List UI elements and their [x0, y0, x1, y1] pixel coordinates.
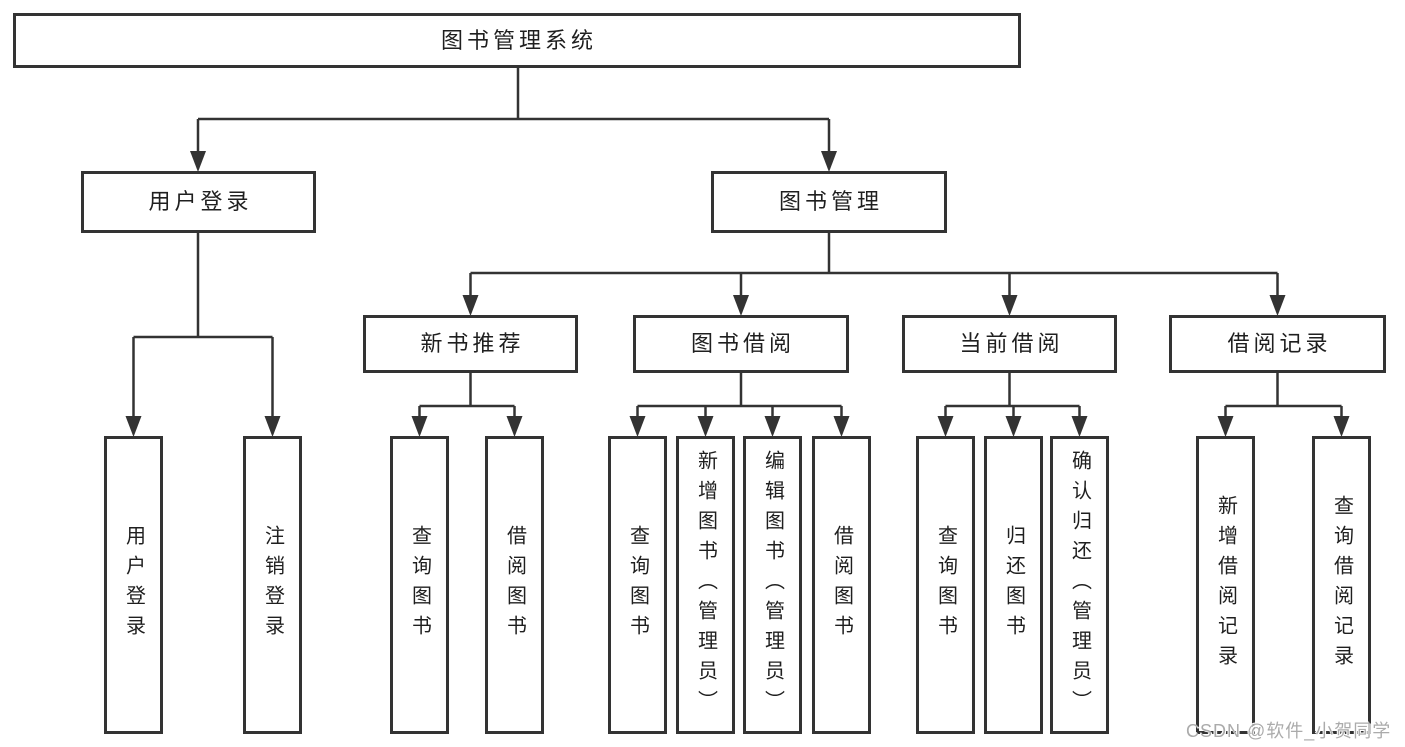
connector-book-borrow-children	[636, 373, 843, 419]
arrow-down-icon	[506, 416, 523, 437]
node-borrow-record: 借阅记录	[1169, 315, 1386, 373]
arrow-down-icon	[125, 416, 142, 437]
connector-root-to-level2	[196, 66, 831, 153]
connector-new-book-children	[418, 373, 516, 419]
leaf-query-book-borrow: 查询图书	[608, 436, 667, 734]
arrow-down-icon	[264, 416, 281, 437]
leaf-borrow-book: 借阅图书	[812, 436, 871, 734]
leaf-edit-book-admin: 编辑图书（管理员）	[743, 436, 802, 734]
leaf-query-book-recommend: 查询图书	[390, 436, 449, 734]
leaf-return-book: 归还图书	[984, 436, 1043, 734]
leaf-logout: 注销登录	[243, 436, 302, 734]
arrow-down-icon	[1001, 295, 1018, 316]
arrow-down-icon	[937, 416, 954, 437]
arrow-down-icon	[411, 416, 428, 437]
arrow-down-icon	[1333, 416, 1350, 437]
node-user-login: 用户登录	[81, 171, 316, 233]
arrow-down-icon	[629, 416, 646, 437]
connector-borrow-record-children	[1224, 373, 1343, 419]
node-new-book-recommend: 新书推荐	[363, 315, 578, 373]
arrow-down-icon	[1269, 295, 1286, 316]
arrowheads	[125, 151, 1350, 437]
connector-user-login-children	[132, 233, 274, 419]
leaf-add-book-admin: 新增图书（管理员）	[676, 436, 735, 734]
arrow-down-icon	[190, 151, 206, 172]
arrow-down-icon	[1071, 416, 1088, 437]
arrow-down-icon	[462, 295, 479, 316]
arrow-down-icon	[833, 416, 850, 437]
arrow-down-icon	[1217, 416, 1234, 437]
arrow-down-icon	[821, 151, 837, 172]
connector-current-borrow-children	[944, 373, 1081, 419]
arrow-down-icon	[733, 295, 749, 316]
arrow-down-icon	[697, 416, 714, 437]
leaf-query-borrow-record: 查询借阅记录	[1312, 436, 1371, 734]
leaf-query-book-current: 查询图书	[916, 436, 975, 734]
arrow-down-icon	[1005, 416, 1022, 437]
leaf-add-borrow-record: 新增借阅记录	[1196, 436, 1255, 734]
node-current-borrow: 当前借阅	[902, 315, 1117, 373]
node-root-system: 图书管理系统	[13, 13, 1021, 68]
leaf-user-login: 用户登录	[104, 436, 163, 734]
connector-book-management-children	[469, 233, 1279, 298]
csdn-watermark: CSDN @软件_小贺同学	[1186, 721, 1392, 741]
leaf-confirm-return-admin: 确认归还（管理员）	[1050, 436, 1109, 734]
node-book-borrow: 图书借阅	[633, 315, 849, 373]
leaf-borrow-book-recommend: 借阅图书	[485, 436, 544, 734]
node-book-management: 图书管理	[711, 171, 947, 233]
arrow-down-icon	[764, 416, 781, 437]
